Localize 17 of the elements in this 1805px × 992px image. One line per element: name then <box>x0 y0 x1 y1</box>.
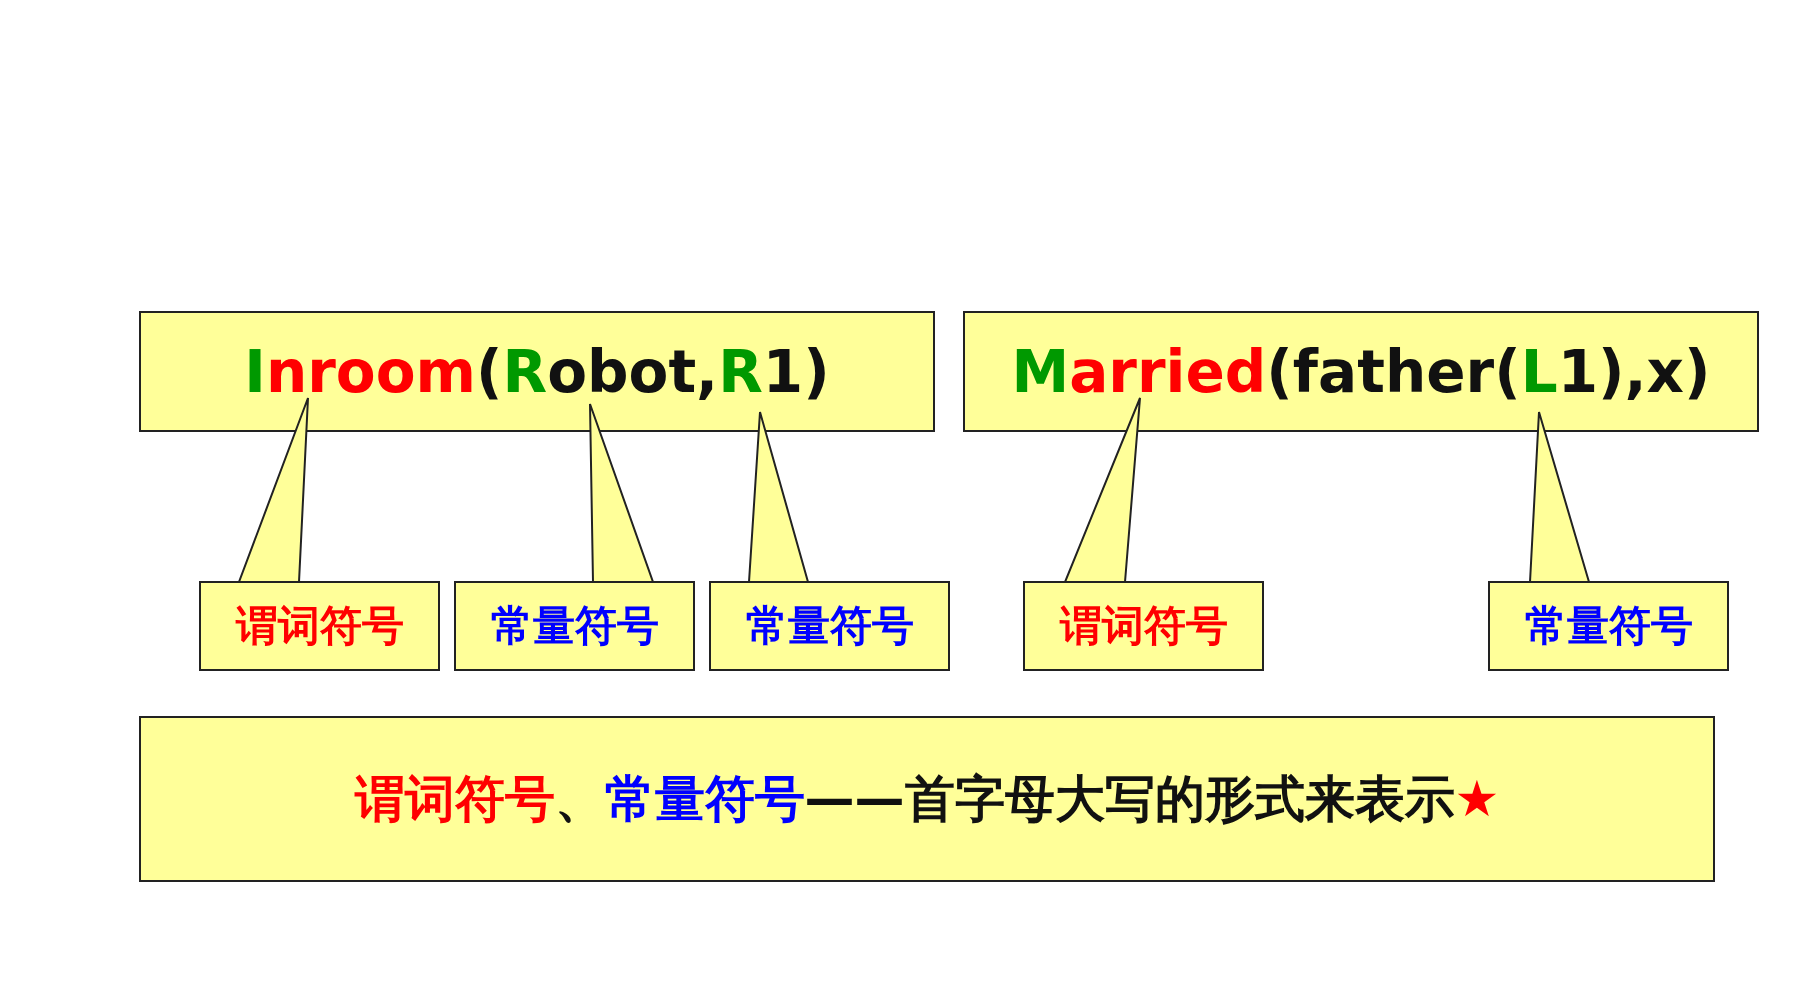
callout-tail <box>589 403 655 583</box>
callout-tail <box>237 397 309 583</box>
note-box <box>139 716 1715 882</box>
callout-text: 常量符号 <box>745 600 914 652</box>
callout-box <box>454 581 695 671</box>
callout-tail <box>1528 411 1591 583</box>
note-text: 谓词符号、常量符号——首字母大写的形式来表示★ <box>354 768 1500 830</box>
callout-text: 谓词符号 <box>1059 600 1228 652</box>
callout-text: 谓词符号 <box>235 600 404 652</box>
callout-box <box>1023 581 1264 671</box>
callout-tail <box>1063 397 1141 583</box>
formula-text: Married(father(L1),x) <box>1011 337 1711 406</box>
callout-text: 常量符号 <box>490 600 659 652</box>
callout-box <box>199 581 440 671</box>
formula-text: Inroom(Robot,R1) <box>244 337 830 406</box>
callout-text: 常量符号 <box>1524 600 1693 652</box>
callout-tail <box>747 411 810 583</box>
